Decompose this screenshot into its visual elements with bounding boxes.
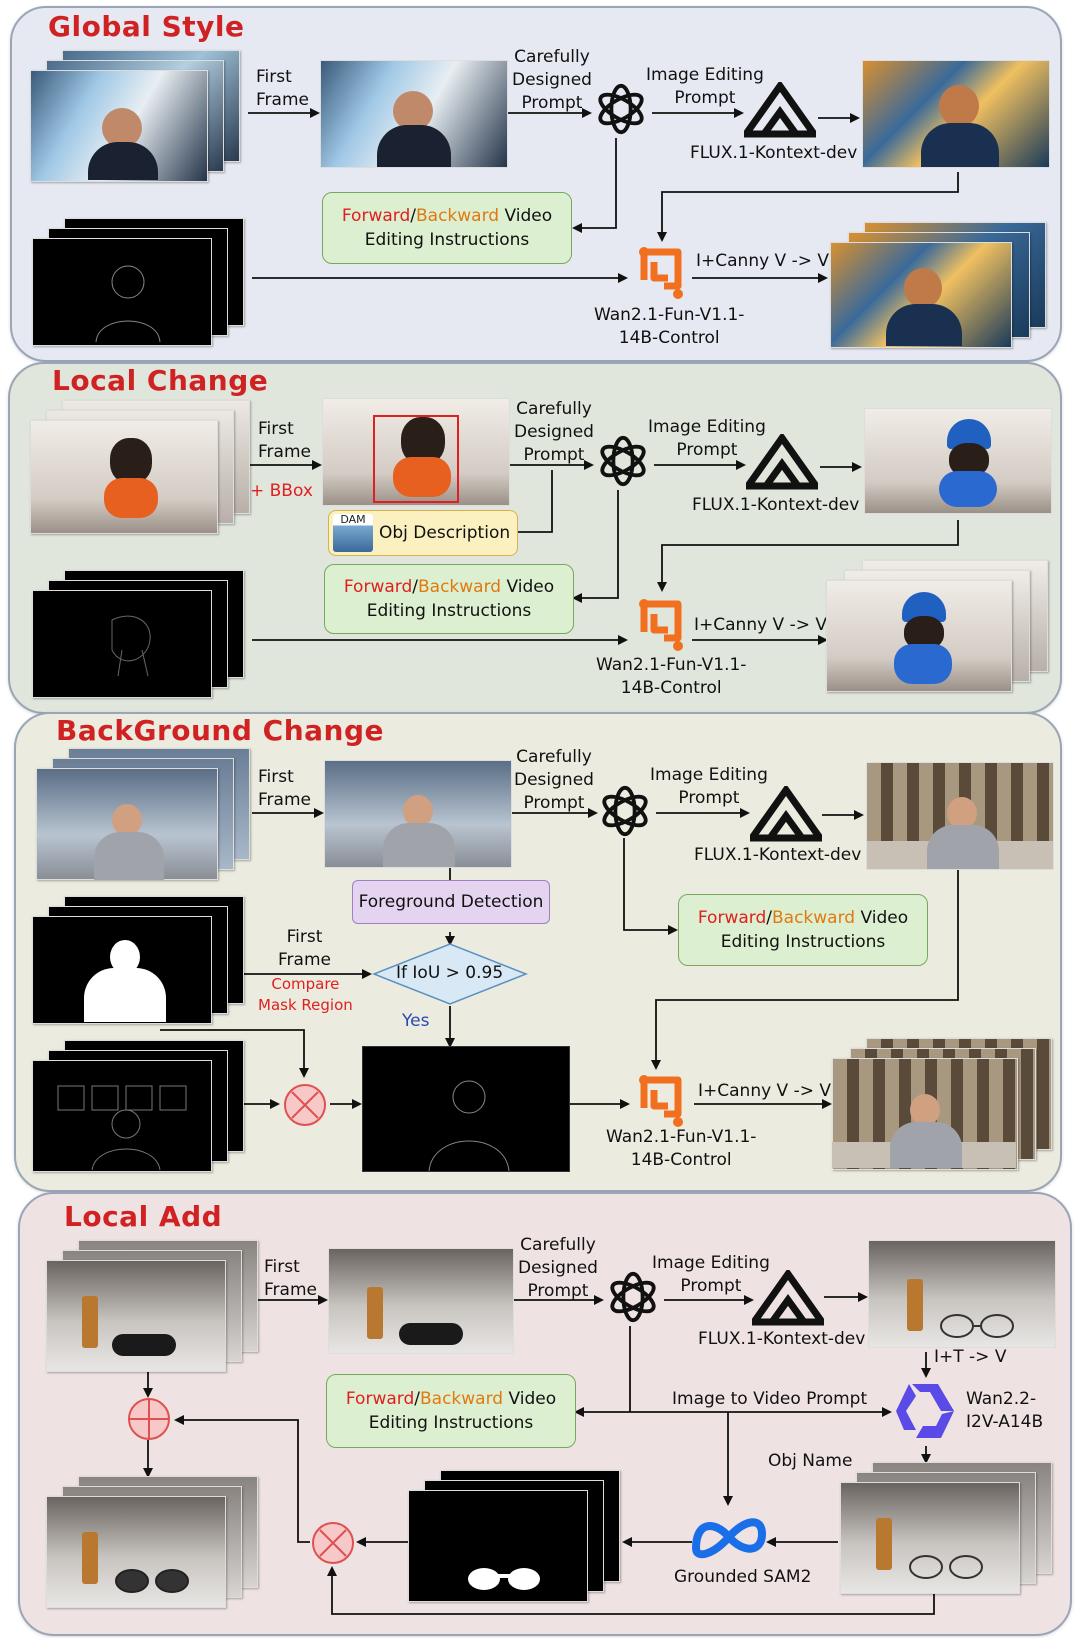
input-video-frames xyxy=(36,748,250,882)
section-title-background-change: BackGround Change xyxy=(56,714,384,747)
label-wan22-model: Wan2.2-I2V-A14B xyxy=(966,1389,1044,1432)
edited-first-frame-image xyxy=(864,408,1052,514)
canny-edge-frames xyxy=(32,570,244,698)
label-flux-model: FLUX.1-Kontext-dev xyxy=(690,143,858,163)
first-frame-image xyxy=(320,60,508,168)
label-wan-control-model: Wan2.1-Fun-V1.1-14B-Control xyxy=(606,1127,757,1170)
label-grounded-sam2: Grounded SAM2 xyxy=(674,1567,812,1587)
label-yes: Yes xyxy=(402,1011,430,1031)
first-frame-image xyxy=(328,1248,514,1354)
iou-decision-diamond xyxy=(372,943,528,1005)
edited-first-frame-image xyxy=(866,762,1054,870)
forward-backward-instructions-box: Forward/Backward Video Editing Instructi… xyxy=(326,1374,576,1448)
label-canny: I+Canny V -> V xyxy=(696,251,830,271)
object-mask-frames xyxy=(408,1470,620,1602)
wan-logo-icon xyxy=(639,599,683,651)
plus-circle-icon xyxy=(128,1398,170,1440)
first-frame-image xyxy=(322,398,510,506)
multiply-circle-icon xyxy=(284,1084,326,1126)
bounding-box xyxy=(373,415,459,503)
section-title-global-style: Global Style xyxy=(48,10,245,43)
meta-logo-icon xyxy=(691,1518,767,1559)
forward-backward-instructions-box: Forward/Backward Video Editing Instructi… xyxy=(322,192,572,264)
label-wan-control-model: Wan2.1-Fun-V1.1-14B-Control xyxy=(594,305,745,348)
edited-first-frame-image xyxy=(862,60,1050,168)
wan-logo-icon xyxy=(639,247,683,299)
output-video-frames xyxy=(46,1476,258,1608)
masked-canny-image xyxy=(362,1046,570,1172)
input-video-frames xyxy=(46,1240,258,1372)
flux-logo-icon xyxy=(746,434,818,490)
output-video-frames xyxy=(830,222,1046,350)
multiply-circle-icon xyxy=(312,1522,354,1564)
label-obj-name: Obj Name xyxy=(768,1451,853,1471)
openai-logo-icon xyxy=(602,785,648,837)
foreground-detection-box: Foreground Detection xyxy=(352,880,550,924)
edited-first-frame-image xyxy=(868,1240,1056,1348)
label-bbox: + BBox xyxy=(250,481,313,501)
label-canny: I+Canny V -> V xyxy=(698,1081,832,1101)
label-iou-threshold: If IoU > 0.95 xyxy=(396,963,504,983)
label-flux-model: FLUX.1-Kontext-dev xyxy=(698,1329,866,1349)
forward-backward-instructions-box: Forward/Backward Video Editing Instructi… xyxy=(678,894,928,966)
label-image-to-video-prompt: Image to Video Prompt xyxy=(672,1389,868,1409)
flux-logo-icon xyxy=(750,786,822,842)
canny-edge-frames xyxy=(32,1040,244,1174)
openai-logo-icon xyxy=(600,435,646,487)
section-title-local-change: Local Change xyxy=(52,364,269,397)
qwen-logo-icon xyxy=(896,1384,954,1438)
section-title-local-add: Local Add xyxy=(64,1200,223,1233)
output-video-frames xyxy=(826,560,1048,694)
first-frame-image xyxy=(324,760,512,868)
label-wan-control-model: Wan2.1-Fun-V1.1-14B-Control xyxy=(596,655,747,698)
mask-frames xyxy=(32,896,244,1024)
wan-logo-icon xyxy=(639,1075,683,1127)
input-video-frames xyxy=(30,50,240,182)
forward-backward-instructions-box: Forward/Backward Video Editing Instructi… xyxy=(324,564,574,634)
flux-logo-icon xyxy=(752,1270,824,1326)
label-flux-model: FLUX.1-Kontext-dev xyxy=(694,845,862,865)
canny-edge-frames xyxy=(32,218,244,346)
obj-description-box: DAM Obj Description xyxy=(328,510,518,556)
label-i-t-v: I+T -> V xyxy=(934,1347,1007,1367)
flux-logo-icon xyxy=(744,82,816,138)
openai-logo-icon xyxy=(598,83,644,135)
openai-logo-icon xyxy=(610,1271,656,1323)
generated-video-frames xyxy=(840,1462,1052,1596)
input-video-frames xyxy=(30,400,250,534)
label-flux-model: FLUX.1-Kontext-dev xyxy=(692,495,860,515)
output-video-frames xyxy=(832,1038,1052,1172)
dam-logo-icon: DAM xyxy=(333,514,373,552)
label-canny: I+Canny V -> V xyxy=(694,615,828,635)
